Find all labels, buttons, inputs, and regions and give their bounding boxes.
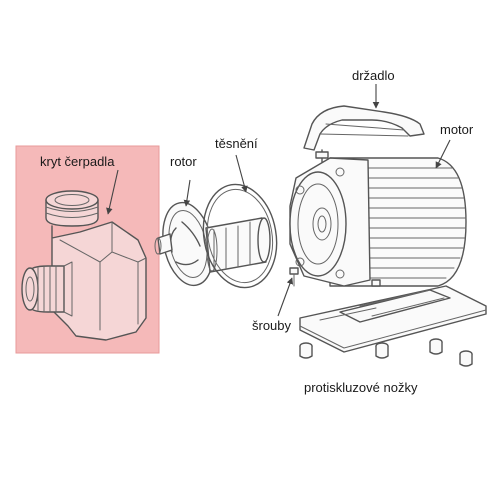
label-motor: motor [440,122,474,137]
label-rotor: rotor [170,154,197,169]
rotor [154,201,271,287]
label-handle: držadlo [352,68,395,83]
label-feet: protiskluzové nožky [304,380,418,395]
leader-lines [106,84,451,317]
anti-slip-feet [299,338,473,367]
label-seal: těsnění [215,136,258,151]
handle [303,105,425,151]
pump-cover [21,190,147,341]
base-plate [289,267,487,353]
motor [289,149,467,287]
label-screws: šrouby [252,318,292,333]
seal-ring [202,183,278,289]
label-pump-cover: kryt čerpadla [40,154,115,169]
